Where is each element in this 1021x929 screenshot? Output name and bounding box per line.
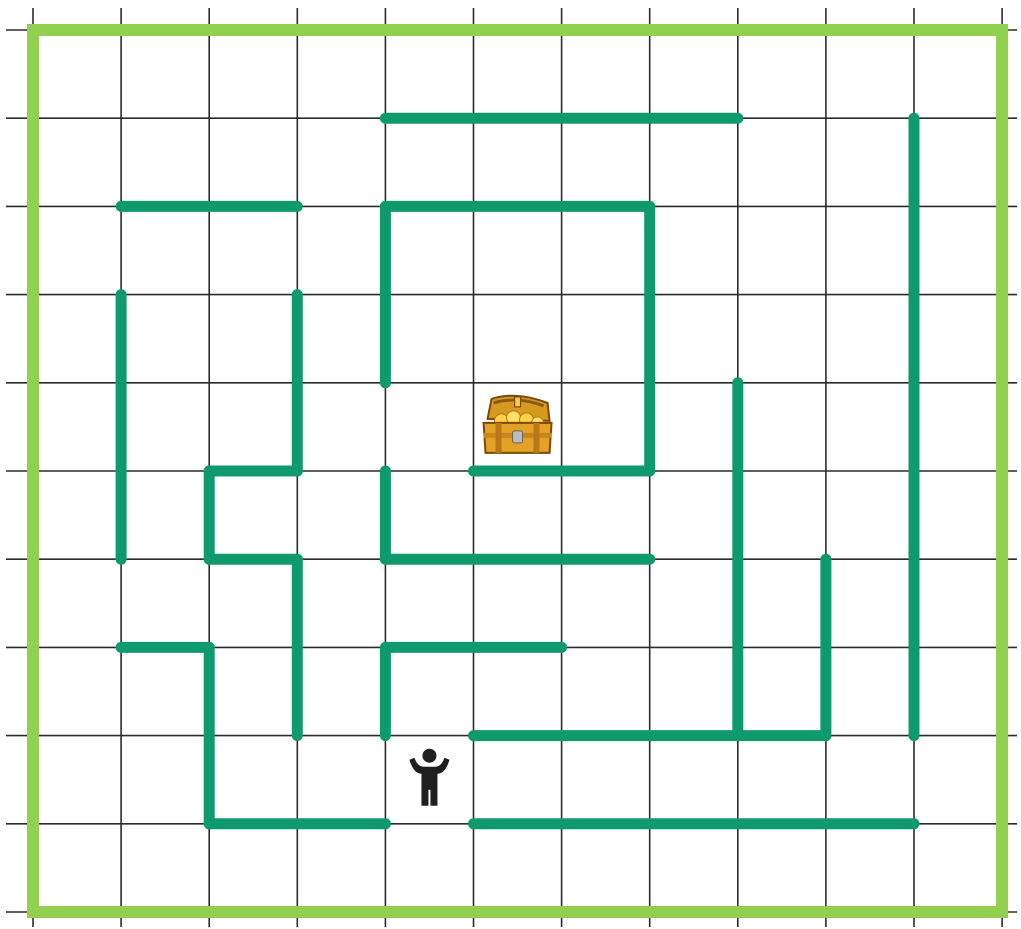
treasure-chest-icon[interactable] — [484, 396, 552, 453]
person-icon[interactable] — [409, 749, 449, 806]
